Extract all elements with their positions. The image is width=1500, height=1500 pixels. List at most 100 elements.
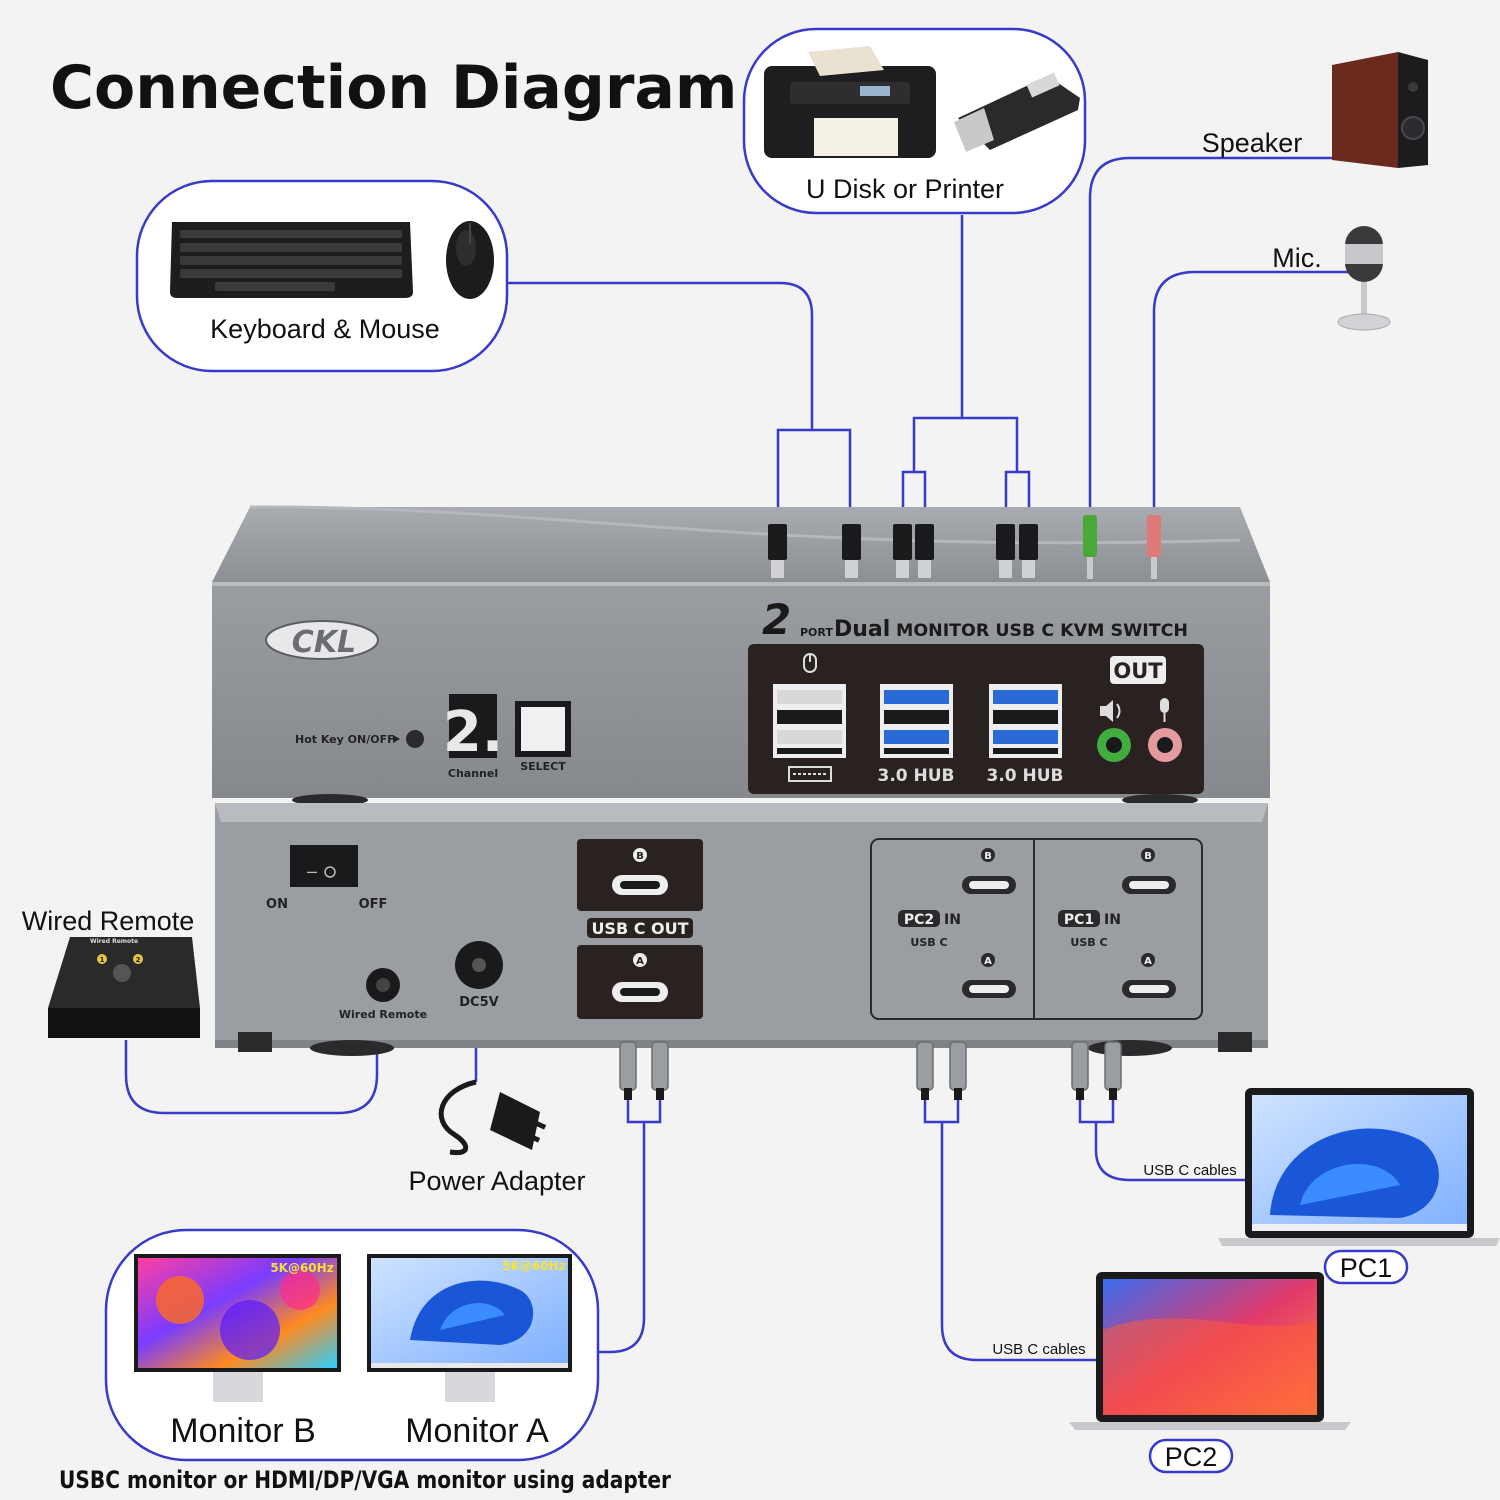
wire-mic [1152, 270, 1348, 515]
hub1-label: 3.0 HUB [877, 766, 954, 786]
monitor-b-res: 5K@60Hz [270, 1261, 333, 1275]
pc1-badge [1323, 1249, 1409, 1285]
pc1-port-a-mark: A [1144, 956, 1152, 967]
speaker-label: Speaker [1202, 128, 1303, 158]
mic-label: Mic. [1272, 243, 1322, 273]
wire-monitors [598, 1100, 662, 1354]
monitor-a-icon [367, 1254, 572, 1402]
power-on-mark: – [307, 861, 317, 881]
port-a-mark: A [636, 956, 644, 967]
pc2-usb-c-label: USB C [910, 936, 947, 949]
pc1-in-word: IN [1104, 912, 1121, 928]
wires [124, 156, 1348, 1362]
mic-port-icon [1160, 698, 1169, 722]
pc2-in-word: IN [944, 912, 961, 928]
power-off-mark [324, 866, 336, 878]
pc-input-panel [870, 838, 1203, 1020]
power-adapter-icon [438, 1079, 547, 1156]
wire-keyboard-mouse [506, 281, 814, 520]
audio-plug-mic [1147, 515, 1161, 579]
pc1-usb-c-label: USB C [1070, 936, 1107, 949]
usb-plugs [768, 524, 1038, 578]
pc1-port-b-mark: B [1144, 851, 1152, 862]
keyboard-mouse-label: Keyboard & Mouse [210, 314, 440, 344]
remote-btn2-label: 2 [136, 956, 141, 964]
remote-switch-button[interactable] [113, 964, 131, 982]
diagram-title: Connection Diagram [50, 53, 737, 123]
mouse-icon [446, 221, 494, 299]
hub2-label: 3.0 HUB [986, 766, 1063, 786]
wired-remote-device: Wired Remote 1 2 [48, 937, 200, 1038]
pc1-laptop-icon [1218, 1088, 1500, 1246]
monitor-note: USBC monitor or HDMI/DP/VGA monitor usin… [59, 1466, 671, 1494]
arrow-right-icon [393, 735, 400, 743]
port-count: 2 [762, 595, 791, 644]
pc2-cable-label: USB C cables [992, 1341, 1085, 1358]
monitor-a-label: Monitor A [405, 1412, 549, 1450]
wire-udisk-2 [914, 470, 927, 520]
channel-label: Channel [448, 767, 498, 780]
speaker-port-icon [1100, 700, 1121, 722]
ckl-logo: CKL [265, 620, 379, 660]
udisk-printer-label: U Disk or Printer [806, 174, 1004, 204]
hot-key-label: Hot Key ON/OFF [295, 733, 395, 746]
microphone-icon [1337, 226, 1391, 331]
monitor-a-res: 5K@60Hz [502, 1259, 565, 1273]
port-word: PORT [800, 626, 833, 639]
mouse-port-icon [803, 653, 817, 673]
usb-c-out-badge [587, 918, 693, 938]
pc2-badge [1148, 1438, 1234, 1474]
usb-audio-panel [748, 644, 1204, 794]
usb3-hub-ports-2[interactable] [989, 684, 1062, 758]
power-off-label: OFF [359, 897, 388, 912]
wire-remote [124, 1018, 379, 1115]
speaker-icon [1332, 52, 1428, 168]
usb-ports-keyboard-mouse[interactable] [773, 684, 846, 758]
wire-pc2 [923, 1100, 1096, 1362]
pc1-in-label: PC1 [1064, 912, 1094, 928]
audio-plug-speaker [1083, 515, 1097, 579]
keyboard-port-icon [788, 766, 832, 782]
wire-udisk [901, 215, 964, 520]
power-adapter-label: Power Adapter [408, 1166, 585, 1196]
usb-c-out-label: USB C OUT [591, 919, 688, 938]
pc2-port-b-mark: B [984, 851, 992, 862]
model-dual: Dual [834, 617, 890, 642]
pc1-inputs: B PC1 IN USB C A [1058, 848, 1176, 998]
pc1-cable-label: USB C cables [1143, 1162, 1236, 1179]
select-label: SELECT [520, 760, 566, 773]
power-switch[interactable] [290, 845, 358, 887]
wire-speaker [1088, 156, 1335, 515]
pc2-laptop-icon [1069, 1272, 1351, 1430]
remote-btn1-label: 1 [100, 956, 105, 964]
channel-display [449, 694, 497, 758]
pc2-port-a-mark: A [984, 956, 992, 967]
hot-key-button[interactable] [406, 730, 424, 748]
pc2-inputs: B PC2 IN USB C A [898, 848, 1016, 998]
usb-c-plugs [619, 1041, 1122, 1100]
port-b-mark: B [636, 851, 644, 862]
pc2-in-label: PC2 [904, 912, 934, 928]
power-on-label: ON [266, 897, 288, 912]
select-button[interactable] [521, 707, 565, 751]
printer-icon [764, 46, 936, 158]
out-label: OUT [1113, 659, 1163, 683]
wire-printer-2 [1017, 470, 1031, 520]
wired-remote-label: Wired Remote [22, 906, 195, 936]
model-name: MONITOR USB C KVM SWITCH [896, 621, 1188, 641]
wire-pc1 [1078, 1100, 1245, 1182]
wired-remote-jack-label: Wired Remote [339, 1008, 427, 1021]
pc2-label: PC2 [1165, 1442, 1218, 1472]
monitor-b-label: Monitor B [170, 1412, 316, 1450]
wire-keyboard-mouse-2 [812, 428, 852, 520]
dc-label: DC5V [459, 995, 498, 1010]
wire-printer [962, 416, 1019, 520]
brand-text: CKL [292, 625, 356, 660]
keyboard-icon [170, 222, 413, 298]
monitor-b-icon [134, 1254, 341, 1402]
out-badge [1110, 656, 1166, 684]
usb3-hub-ports-1[interactable] [880, 684, 953, 758]
remote-header: Wired Remote [90, 938, 138, 945]
